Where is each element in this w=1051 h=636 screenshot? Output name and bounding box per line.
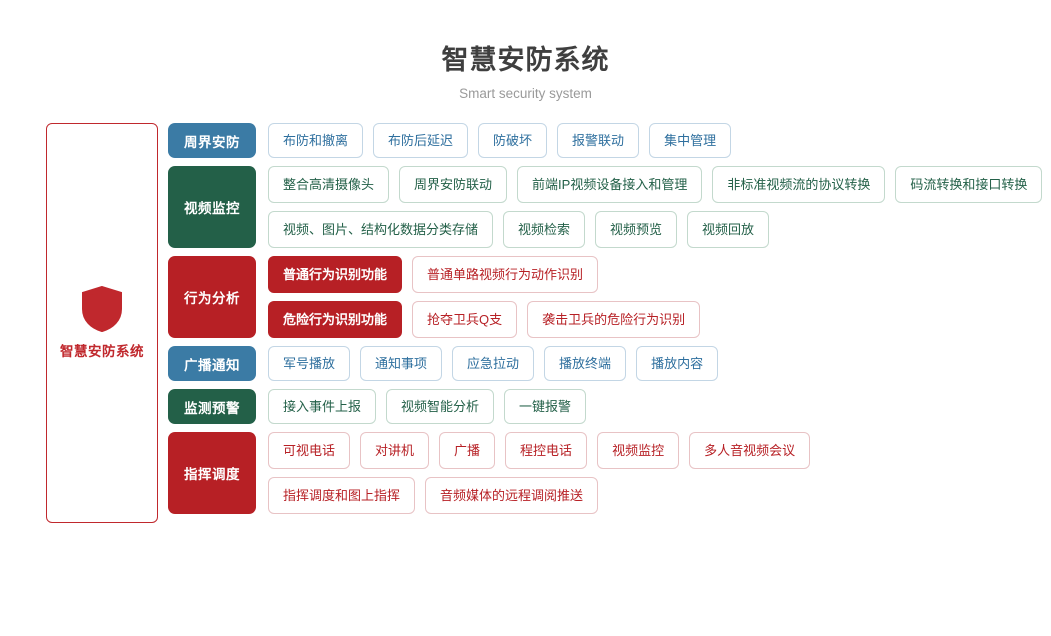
branch-perimeter-security: 周界安防布防和撤离布防后延迟防破坏报警联动集中管理 — [168, 123, 1051, 158]
feature-chip[interactable]: 视频预览 — [595, 211, 678, 248]
feature-chip[interactable]: 视频智能分析 — [386, 389, 495, 424]
item-row: 布防和撤离布防后延迟防破坏报警联动集中管理 — [268, 123, 1051, 158]
category-block-video-surveillance[interactable]: 视频监控 — [168, 166, 256, 248]
feature-chip[interactable]: 集中管理 — [649, 123, 732, 158]
feature-chip[interactable]: 指挥调度和图上指挥 — [268, 477, 416, 514]
feature-chip[interactable]: 危险行为识别功能 — [268, 301, 403, 338]
feature-chip[interactable]: 前端IP视频设备接入和管理 — [517, 166, 703, 203]
feature-chip[interactable]: 对讲机 — [360, 432, 430, 469]
branch-command-dispatch: 指挥调度可视电话对讲机广播程控电话视频监控多人音视频会议指挥调度和图上指挥音频媒… — [168, 432, 1051, 514]
feature-chip[interactable]: 军号播放 — [268, 346, 351, 381]
root-node[interactable]: 智慧安防系统 — [46, 123, 158, 523]
item-rows-command-dispatch: 可视电话对讲机广播程控电话视频监控多人音视频会议指挥调度和图上指挥音频媒体的远程… — [268, 432, 1051, 514]
feature-chip[interactable]: 视频回放 — [687, 211, 770, 248]
shield-icon — [81, 285, 123, 333]
feature-chip[interactable]: 播放内容 — [636, 346, 719, 381]
feature-chip[interactable]: 程控电话 — [505, 432, 588, 469]
feature-chip[interactable]: 广播 — [439, 432, 496, 469]
feature-chip[interactable]: 普通行为识别功能 — [268, 256, 403, 293]
feature-chip[interactable]: 应急拉动 — [452, 346, 535, 381]
page-title: 智慧安防系统 — [441, 45, 610, 75]
feature-chip[interactable]: 周界安防联动 — [399, 166, 508, 203]
item-rows-video-surveillance: 整合高清摄像头周界安防联动前端IP视频设备接入和管理非标准视频流的协议转换码流转… — [268, 166, 1051, 248]
feature-chip[interactable]: 布防后延迟 — [373, 123, 469, 158]
feature-chip[interactable]: 抢夺卫兵Q支 — [412, 301, 518, 338]
category-block-perimeter-security[interactable]: 周界安防 — [168, 123, 256, 158]
item-rows-monitoring-alert: 接入事件上报视频智能分析一键报警 — [268, 389, 1051, 424]
branch-broadcast-notification: 广播通知军号播放通知事项应急拉动播放终端播放内容 — [168, 346, 1051, 381]
feature-chip[interactable]: 接入事件上报 — [268, 389, 377, 424]
feature-chip[interactable]: 报警联动 — [557, 123, 640, 158]
feature-chip[interactable]: 整合高清摄像头 — [268, 166, 390, 203]
feature-chip[interactable]: 音频媒体的远程调阅推送 — [425, 477, 599, 514]
feature-chip[interactable]: 视频监控 — [597, 432, 680, 469]
feature-chip[interactable]: 播放终端 — [544, 346, 627, 381]
mindmap-diagram: 智慧安防系统 周界安防布防和撤离布防后延迟防破坏报警联动集中管理视频监控整合高清… — [0, 123, 1051, 523]
category-block-broadcast-notification[interactable]: 广播通知 — [168, 346, 256, 381]
feature-chip[interactable]: 非标准视频流的协议转换 — [712, 166, 886, 203]
item-rows-broadcast-notification: 军号播放通知事项应急拉动播放终端播放内容 — [268, 346, 1051, 381]
root-node-label: 智慧安防系统 — [60, 344, 144, 359]
item-rows-behavior-analysis: 普通行为识别功能普通单路视频行为动作识别危险行为识别功能抢夺卫兵Q支袭击卫兵的危… — [268, 256, 1051, 338]
feature-chip[interactable]: 一键报警 — [504, 389, 587, 424]
category-block-behavior-analysis[interactable]: 行为分析 — [168, 256, 256, 338]
category-block-monitoring-alert[interactable]: 监测预警 — [168, 389, 256, 424]
feature-chip[interactable]: 码流转换和接口转换 — [895, 166, 1043, 203]
item-row: 视频、图片、结构化数据分类存储视频检索视频预览视频回放 — [268, 211, 1051, 248]
item-rows-perimeter-security: 布防和撤离布防后延迟防破坏报警联动集中管理 — [268, 123, 1051, 158]
category-block-command-dispatch[interactable]: 指挥调度 — [168, 432, 256, 514]
item-row: 整合高清摄像头周界安防联动前端IP视频设备接入和管理非标准视频流的协议转换码流转… — [268, 166, 1051, 203]
branch-behavior-analysis: 行为分析普通行为识别功能普通单路视频行为动作识别危险行为识别功能抢夺卫兵Q支袭击… — [168, 256, 1051, 338]
feature-chip[interactable]: 布防和撤离 — [268, 123, 364, 158]
feature-chip[interactable]: 视频、图片、结构化数据分类存储 — [268, 211, 494, 248]
item-row: 接入事件上报视频智能分析一键报警 — [268, 389, 1051, 424]
page-subtitle: Smart security system — [459, 86, 592, 101]
branch-list: 周界安防布防和撤离布防后延迟防破坏报警联动集中管理视频监控整合高清摄像头周界安防… — [168, 123, 1051, 522]
feature-chip[interactable]: 视频检索 — [503, 211, 586, 248]
feature-chip[interactable]: 可视电话 — [268, 432, 351, 469]
feature-chip[interactable]: 通知事项 — [360, 346, 443, 381]
branch-video-surveillance: 视频监控整合高清摄像头周界安防联动前端IP视频设备接入和管理非标准视频流的协议转… — [168, 166, 1051, 248]
item-row: 危险行为识别功能抢夺卫兵Q支袭击卫兵的危险行为识别 — [268, 301, 1051, 338]
page-header: 智慧安防系统 Smart security system — [0, 0, 1051, 101]
feature-chip[interactable]: 多人音视频会议 — [689, 432, 811, 469]
branch-monitoring-alert: 监测预警接入事件上报视频智能分析一键报警 — [168, 389, 1051, 424]
item-row: 普通行为识别功能普通单路视频行为动作识别 — [268, 256, 1051, 293]
item-row: 可视电话对讲机广播程控电话视频监控多人音视频会议 — [268, 432, 1051, 469]
item-row: 指挥调度和图上指挥音频媒体的远程调阅推送 — [268, 477, 1051, 514]
feature-chip[interactable]: 防破坏 — [478, 123, 548, 158]
feature-chip[interactable]: 普通单路视频行为动作识别 — [412, 256, 599, 293]
feature-chip[interactable]: 袭击卫兵的危险行为识别 — [527, 301, 701, 338]
item-row: 军号播放通知事项应急拉动播放终端播放内容 — [268, 346, 1051, 381]
